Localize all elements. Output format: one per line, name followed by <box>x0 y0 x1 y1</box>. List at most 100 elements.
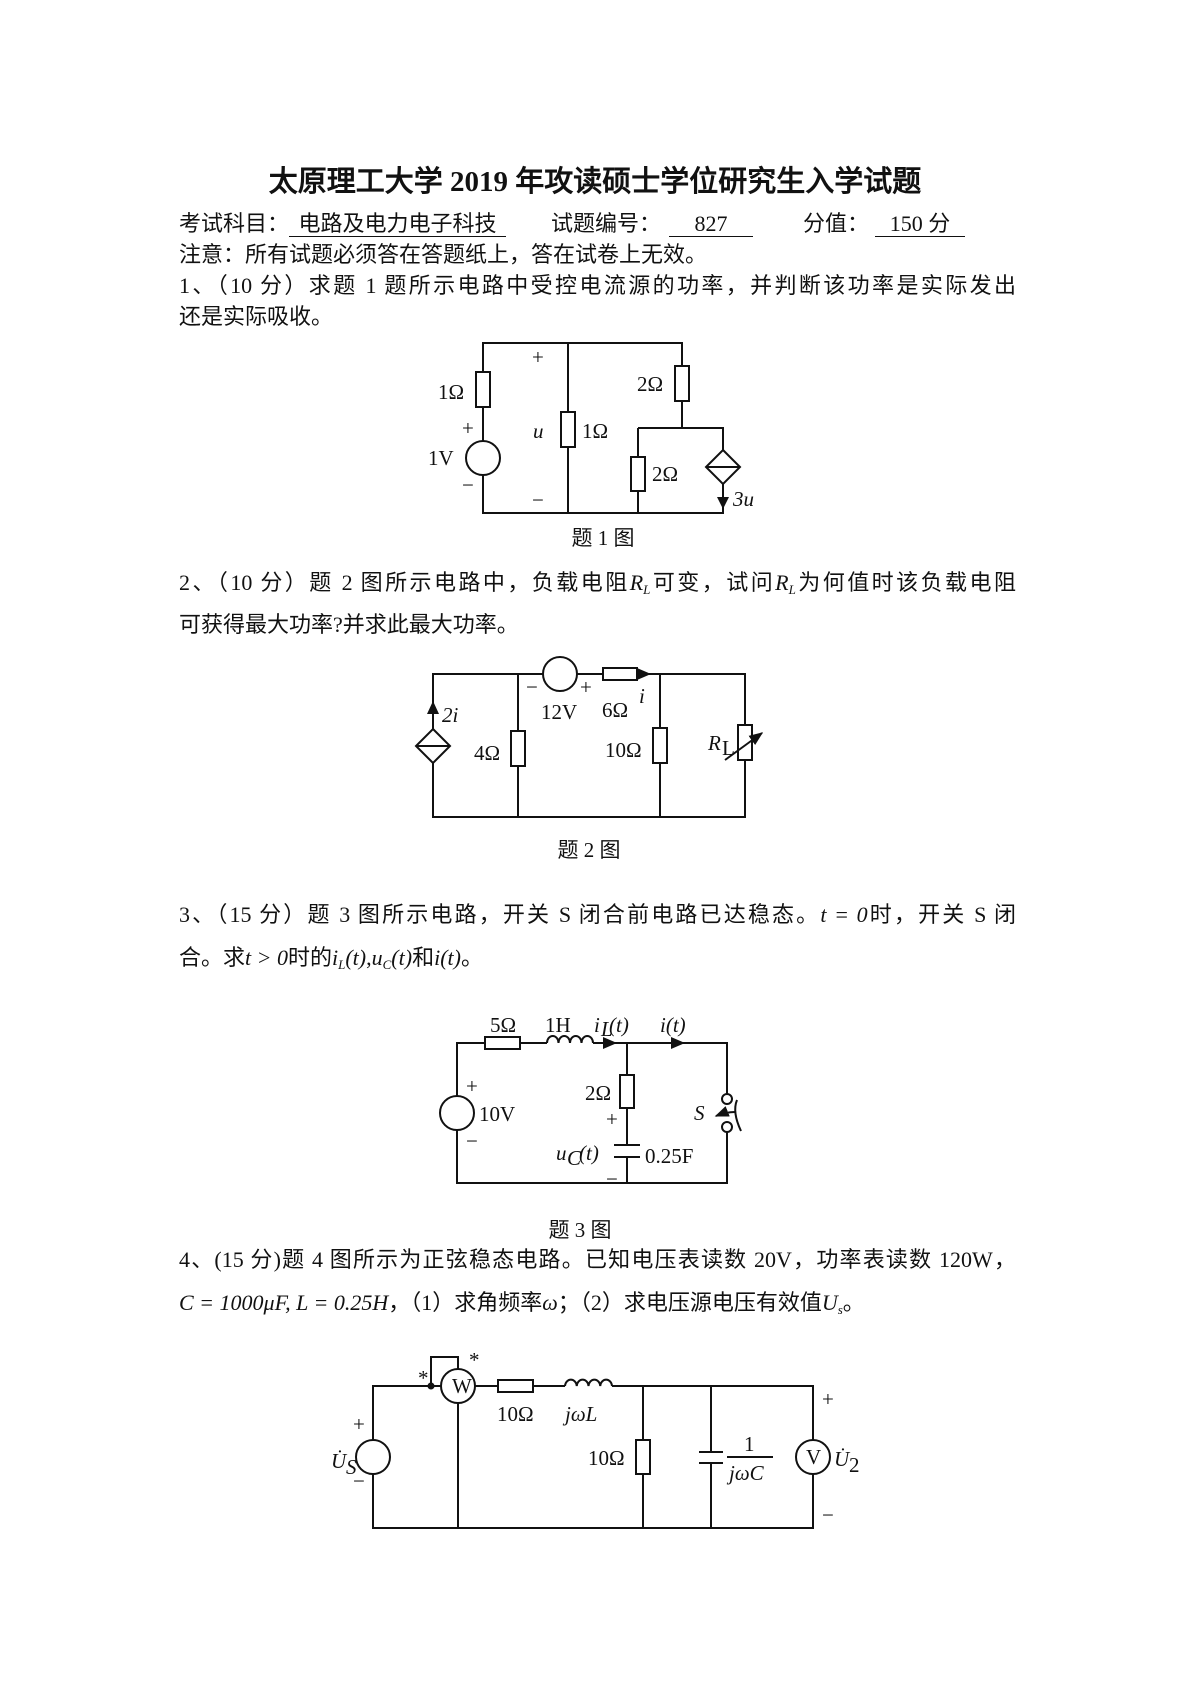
label-fraction-num: 1 <box>744 1432 755 1456</box>
switch-contact <box>721 1093 733 1105</box>
sub-L: L <box>643 582 651 597</box>
q4-text: ；（2）求电压源电压有效值 <box>557 1290 822 1315</box>
label-v: V <box>806 1445 821 1469</box>
minus-sign: − <box>822 1503 834 1527</box>
inductor-1h <box>546 1035 594 1044</box>
var-R: R <box>629 570 644 595</box>
label-t: (t) <box>579 1141 599 1165</box>
subject-label: 考试科目： <box>179 211 290 236</box>
label-jwl: jωL <box>562 1402 597 1426</box>
voltage-source-10v <box>439 1095 475 1131</box>
label-2ohm: 2Ω <box>585 1081 611 1105</box>
polarity-star: * <box>469 1348 480 1372</box>
voltmeter <box>795 1439 831 1475</box>
plus-sign: + <box>462 416 474 440</box>
label-us: U̇ <box>331 1449 348 1473</box>
formula-t0: t = 0 <box>820 902 868 927</box>
label-il-sub: L <box>600 1017 613 1041</box>
q2-text-line2: 可获得最大功率?并求此最大功率。 <box>179 612 519 637</box>
switch-blade[interactable] <box>734 1099 742 1132</box>
switch-arrow-icon <box>714 1106 736 1117</box>
resistor-5ohm <box>484 1036 521 1050</box>
circuit-2: 2i 4Ω − 12V + 6Ω i 10Ω R L <box>414 656 764 818</box>
label-10v: 10V <box>479 1102 515 1126</box>
sub-L: L <box>338 957 346 972</box>
label-5ohm: 5Ω <box>490 1013 516 1037</box>
q1-text-line1: 1、（10 分）求题 1 题所示电路中受控电流源的功率，并判断该功率是实际发出 <box>179 273 1016 298</box>
paren-t: (t) <box>391 945 413 970</box>
q4-text-line1: 4、(15 分)题 4 图所示为正弦稳态电路。已知电压表读数 20V，功率表读数… <box>179 1247 1016 1272</box>
label-u2: U̇ <box>834 1447 851 1471</box>
label-3u: 3u <box>732 487 754 511</box>
label-fraction-den: jωC <box>726 1461 765 1485</box>
switch-contact <box>721 1121 733 1133</box>
dependent-current-source <box>704 448 742 486</box>
q3-text: 时，开关 S 闭 <box>867 902 1016 927</box>
sub-L: L <box>788 582 796 597</box>
label-w: W <box>452 1374 472 1398</box>
label-il: i <box>594 1013 600 1037</box>
q3-caption: 题 3 图 <box>548 1218 612 1242</box>
plus-sign: + <box>822 1387 834 1411</box>
ac-voltage-source <box>355 1439 391 1475</box>
label-12v: 12V <box>541 700 577 724</box>
code-value: 827 <box>669 212 754 237</box>
notice: 注意：所有试题必须答在答题纸上，答在试卷上无效。 <box>179 242 708 267</box>
q4-text: ，（1）求角频率 <box>388 1290 543 1315</box>
resistor-10ohm <box>652 727 668 764</box>
minus-sign: − <box>606 1167 618 1191</box>
label-i: i <box>639 684 645 708</box>
dependent-current-source <box>414 727 452 765</box>
q2-text-line1: 2、（10 分）题 2 图所示电路中，负载电阻RL可变，试问RL为何值时该负载电… <box>179 568 1016 605</box>
q2-text: 2、（10 分）题 2 图所示电路中，负载电阻 <box>179 570 630 595</box>
wattmeter <box>440 1368 476 1404</box>
label-2ohm: 2Ω <box>652 462 678 486</box>
comma: , <box>366 945 372 970</box>
label-switch-s: S <box>694 1101 705 1125</box>
label-u2-sub: 2 <box>849 1453 860 1477</box>
paren-t: (t) <box>345 945 367 970</box>
polarity-star: * <box>418 1366 429 1390</box>
q3-text: 时的 <box>287 945 332 970</box>
minus-sign: − <box>353 1469 365 1493</box>
plus-sign: + <box>353 1412 365 1436</box>
label-10ohm: 10Ω <box>497 1402 534 1426</box>
capacitor <box>699 1451 723 1464</box>
subject-value: 电路及电力电子科技 <box>289 212 507 237</box>
q2-text: 为何值时该负载电阻 <box>795 570 1016 595</box>
page-title: 太原理工大学 2019 年攻读硕士学位研究生入学试题 <box>268 166 922 198</box>
label-rl: R <box>707 731 721 755</box>
q4-text-line2: C = 1000μF, L = 0.25H，（1）求角频率ω；（2）求电压源电压… <box>179 1288 865 1325</box>
q4-text: 。 <box>842 1290 865 1315</box>
resistor-4ohm <box>510 730 526 767</box>
label-t: (t) <box>609 1013 629 1037</box>
circuit-1: 1Ω + 1V − + u − 1Ω 2Ω 2Ω 3u <box>428 342 754 514</box>
minus-sign: − <box>462 473 474 497</box>
capacitor-0-25f <box>614 1144 640 1158</box>
sub-s: s <box>837 1302 843 1317</box>
score-value: 150 分 <box>875 212 966 237</box>
voltage-source-12v <box>542 656 578 692</box>
label-u: u <box>533 419 544 443</box>
label-rl-sub: L <box>722 736 735 760</box>
sub-C: C <box>382 957 392 972</box>
label-1h: 1H <box>545 1013 571 1037</box>
junction-dot <box>427 1382 435 1390</box>
plus-sign: + <box>606 1107 618 1131</box>
var-iL: i <box>332 945 339 970</box>
label-1ohm: 1Ω <box>582 419 608 443</box>
score-label: 分值： <box>803 211 870 236</box>
label-2ohm: 2Ω <box>637 372 663 396</box>
plus-sign: + <box>466 1074 478 1098</box>
q3-text: 和 <box>412 945 435 970</box>
voltage-source-1v <box>465 440 501 476</box>
label-10ohm: 10Ω <box>605 738 642 762</box>
plus-sign: + <box>532 345 544 369</box>
resistor-2ohm-top <box>674 365 690 402</box>
q1-text-line2: 还是实际吸收。 <box>179 304 334 329</box>
minus-sign: − <box>526 675 538 699</box>
label-uc: u <box>556 1141 567 1165</box>
circuit-4: W * * + U̇ S − 10Ω jωL 10Ω 1 jωC V U̇ 2 … <box>331 1348 860 1529</box>
inductor <box>564 1378 613 1387</box>
